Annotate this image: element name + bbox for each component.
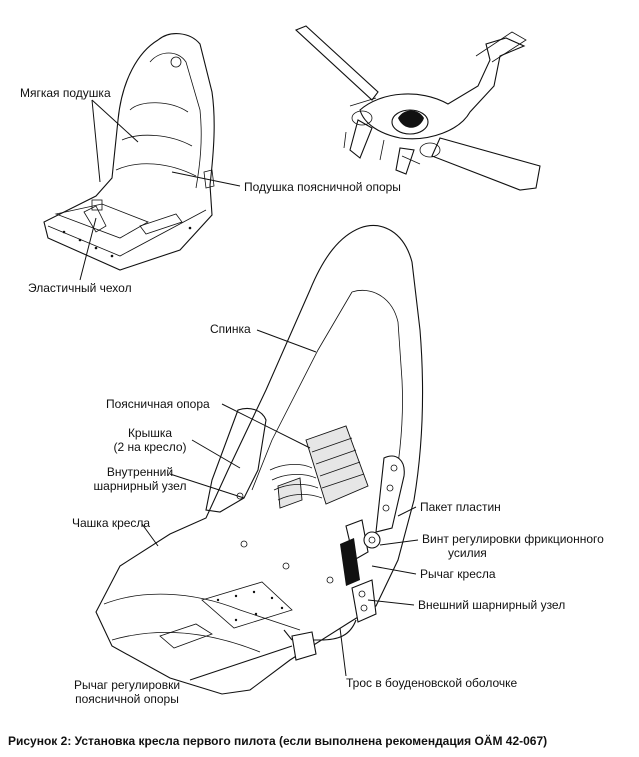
label-lumbar-support: Поясничная опора <box>106 397 210 411</box>
label-friction-screw: Винт регулировки фрикционного усилия <box>422 532 604 560</box>
label-cover: Крышка (2 на кресло) <box>100 426 200 454</box>
label-lumbar-lever: Рычаг регулировки поясничной опоры <box>64 678 190 706</box>
label-cover-line2: (2 на кресло) <box>113 440 187 454</box>
label-plate-pack: Пакет пластин <box>420 500 501 514</box>
label-backrest: Спинка <box>210 322 251 336</box>
main-seat-drawing <box>95 225 424 695</box>
label-inner-hinge-line2: шарнирный узел <box>93 479 187 493</box>
label-cover-line1: Крышка <box>127 426 173 440</box>
small-seat-drawing <box>43 33 215 271</box>
label-friction-screw-line1: Винт регулировки фрикционного <box>422 532 604 546</box>
label-seat-lever: Рычаг кресла <box>420 567 496 581</box>
label-inner-hinge-line1: Внутренний <box>106 465 174 479</box>
leader-lines <box>79 99 419 681</box>
label-inner-hinge: Внутренний шарнирный узел <box>80 465 200 493</box>
label-outer-hinge: Внешний шарнирный узел <box>418 598 566 612</box>
figure-caption: Рисунок 2: Установка кресла первого пило… <box>8 734 548 748</box>
label-bowden-cable: Трос в боуденовской оболочке <box>346 676 518 690</box>
label-lumbar-cushion: Подушка поясничной опоры <box>244 180 401 194</box>
aircraft-drawing <box>294 25 541 191</box>
label-soft-cushion: Мягкая подушка <box>20 86 111 100</box>
label-friction-screw-line2: усилия <box>448 546 487 560</box>
label-lumbar-lever-line1: Рычаг регулировки <box>73 678 181 692</box>
label-elastic-cover: Эластичный чехол <box>28 281 132 295</box>
label-seat-pan: Чашка кресла <box>72 516 151 530</box>
label-lumbar-lever-line2: поясничной опоры <box>75 692 179 706</box>
